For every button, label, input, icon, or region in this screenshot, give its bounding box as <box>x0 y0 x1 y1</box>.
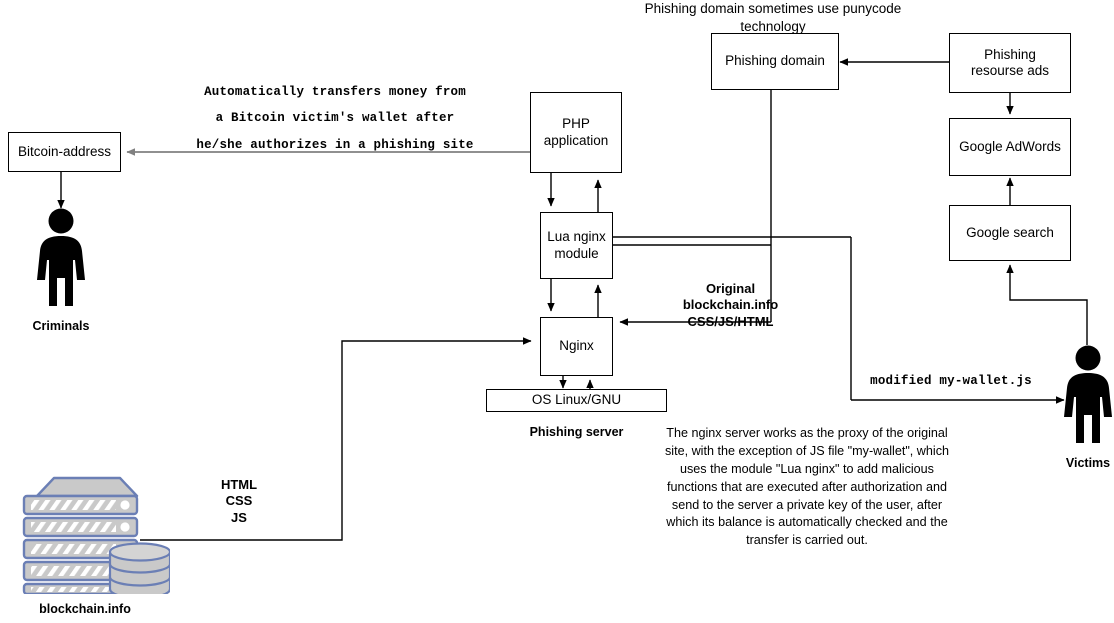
caption-blockchain-info: blockchain.info <box>39 602 131 616</box>
box-os-linux-gnu[interactable]: OS Linux/GNU <box>486 389 667 412</box>
person-icon <box>37 208 85 306</box>
label-html-css-js-line2: CSS <box>225 493 253 509</box>
label-money-transfer-line1: Automatically transfers money from <box>204 85 466 99</box>
box-google-search-label: Google search <box>966 224 1054 240</box>
victims-figure: Victims <box>1052 345 1114 475</box>
caption-victims: Victims <box>1065 456 1111 470</box>
box-bitcoin-address[interactable]: Bitcoin-address <box>8 132 121 172</box>
box-lua-nginx-module[interactable]: Lua nginx module <box>540 212 613 279</box>
box-php-application[interactable]: PHP application <box>530 92 622 173</box>
box-phishing-domain[interactable]: Phishing domain <box>711 33 839 90</box>
box-php-application-label: PHP application <box>543 116 609 148</box>
criminals-figure: Criminals <box>25 208 97 338</box>
label-original-assets-line1: Original <box>705 281 756 296</box>
label-original-assets: Original blockchain.info CSS/JS/HTML <box>648 281 813 330</box>
label-html-css-js-line3: JS <box>231 509 247 525</box>
box-phishing-resource-ads[interactable]: Phishing resourse ads <box>949 33 1071 93</box>
title-note-text: Phishing domain sometimes use punycode t… <box>644 1 902 34</box>
description-text: The nginx server works as the proxy of t… <box>656 425 958 550</box>
blockchain-server-figure: blockchain.info <box>10 472 172 616</box>
label-original-assets-line3: CSS/JS/HTML <box>687 313 774 329</box>
box-bitcoin-address-label: Bitcoin-address <box>17 143 112 159</box>
label-modified-my-wallet: modified my-wallet.js <box>866 374 1036 389</box>
label-money-transfer-line2: a Bitcoin victim's wallet after <box>215 111 455 126</box>
box-google-search[interactable]: Google search <box>949 205 1071 261</box>
box-os-linux-gnu-label: OS Linux/GNU <box>531 392 622 408</box>
wire-blockchain-to-nginx <box>140 337 532 541</box>
box-phishing-resource-ads-label: Phishing resourse ads <box>970 46 1050 78</box>
label-money-transfer-line3: he/she authorizes in a phishing site <box>196 137 474 152</box>
box-lua-nginx-module-label: Lua nginx module <box>547 229 606 261</box>
caption-criminals: Criminals <box>32 319 90 333</box>
wire-victims-to-google-search <box>1006 264 1088 345</box>
title-note: Phishing domain sometimes use punycode t… <box>628 0 918 35</box>
box-phishing-domain-label: Phishing domain <box>725 53 825 69</box>
label-original-assets-line2: blockchain.info <box>682 297 779 313</box>
box-nginx[interactable]: Nginx <box>540 317 613 376</box>
label-html-css-js: HTML CSS JS <box>196 477 282 526</box>
box-nginx-label: Nginx <box>559 338 594 354</box>
label-html-css-js-line1: HTML <box>220 477 258 492</box>
description-body: The nginx server works as the proxy of t… <box>664 426 950 548</box>
caption-phishing-server: Phishing server <box>486 425 667 439</box>
label-modified-my-wallet-text: modified my-wallet.js <box>870 374 1032 388</box>
caption-phishing-server-text: Phishing server <box>529 425 624 439</box>
server-stack-icon <box>22 476 172 600</box>
person-icon <box>1064 345 1112 443</box>
box-google-adwords-label: Google AdWords <box>959 138 1061 154</box>
box-google-adwords[interactable]: Google AdWords <box>949 118 1071 176</box>
label-money-transfer: Automatically transfers money from a Bit… <box>150 79 520 158</box>
